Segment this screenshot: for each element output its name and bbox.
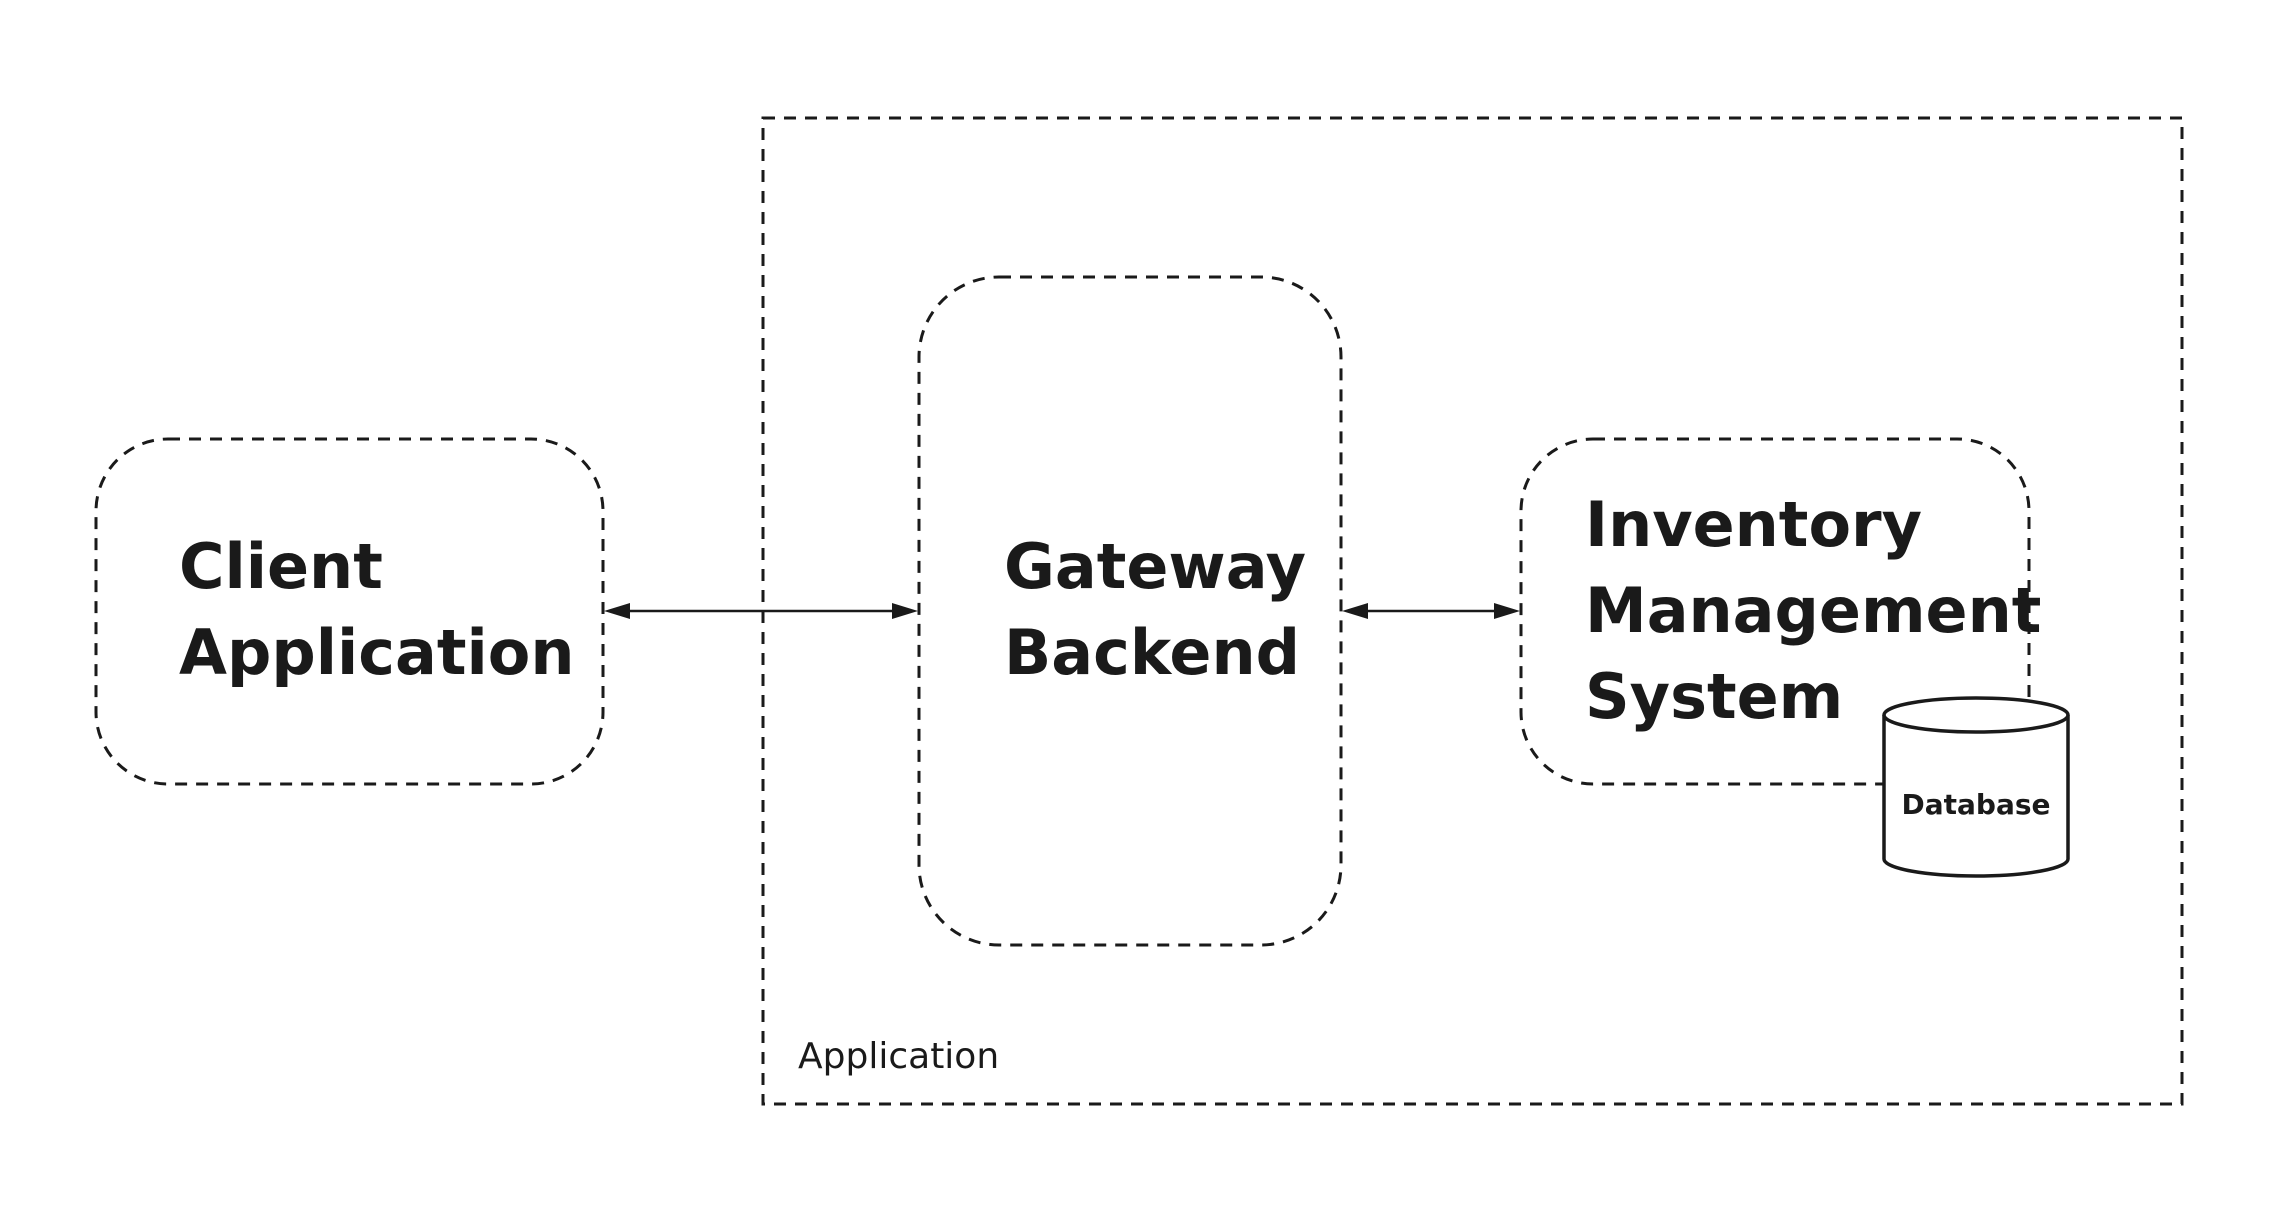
arrow-right-icon [892, 603, 918, 619]
gateway-backend-node[interactable]: Gateway Backend [917, 275, 1343, 947]
inventory-management-node[interactable]: Inventory Management System [1519, 437, 2063, 786]
client-application-label-line1: Client [179, 530, 383, 603]
client-application-label: Client Application [179, 530, 574, 689]
inventory-management-label-line1: Inventory [1585, 488, 1922, 561]
database-cylinder-top [1882, 696, 2070, 734]
inventory-management-border [1519, 437, 2031, 786]
database-cylinder-body [1882, 715, 2070, 878]
gateway-backend-border [917, 275, 1343, 947]
client-application-label-line2: Application [179, 616, 574, 689]
arrow-left-icon [604, 603, 630, 619]
arrow-left-icon [1342, 603, 1368, 619]
inventory-management-label-line2: Management [1585, 574, 2041, 647]
database-label: Database [1901, 788, 2050, 821]
connector-gateway-inventory [1342, 603, 1520, 619]
inventory-management-label-line3: System [1585, 660, 1843, 733]
client-application-node[interactable]: Client Application [94, 437, 605, 786]
arrow-right-icon [1494, 603, 1520, 619]
gateway-backend-label-line1: Gateway [1004, 530, 1306, 603]
client-application-border [94, 437, 605, 786]
gateway-backend-label-line2: Backend [1004, 616, 1300, 689]
gateway-backend-label: Gateway Backend [1004, 530, 1328, 689]
database-icon[interactable]: Database [1882, 696, 2070, 878]
application-group-label: Application [798, 1036, 999, 1077]
inventory-management-label: Inventory Management System [1585, 488, 2063, 733]
connector-client-gateway [604, 603, 918, 619]
